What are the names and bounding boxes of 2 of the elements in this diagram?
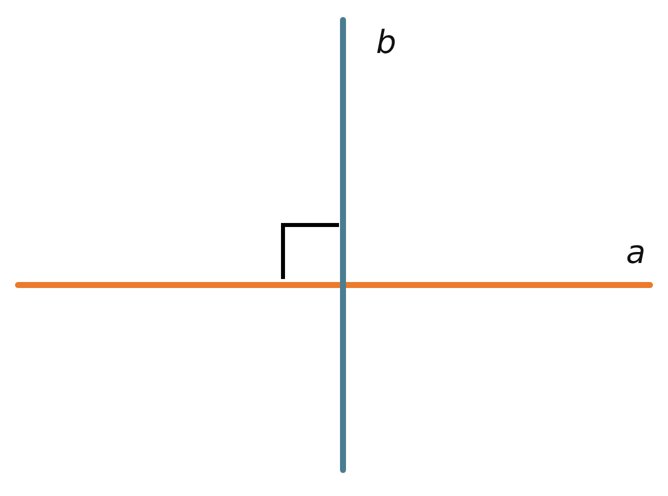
- line-label: a: [626, 236, 646, 268]
- line-label: b: [376, 26, 396, 58]
